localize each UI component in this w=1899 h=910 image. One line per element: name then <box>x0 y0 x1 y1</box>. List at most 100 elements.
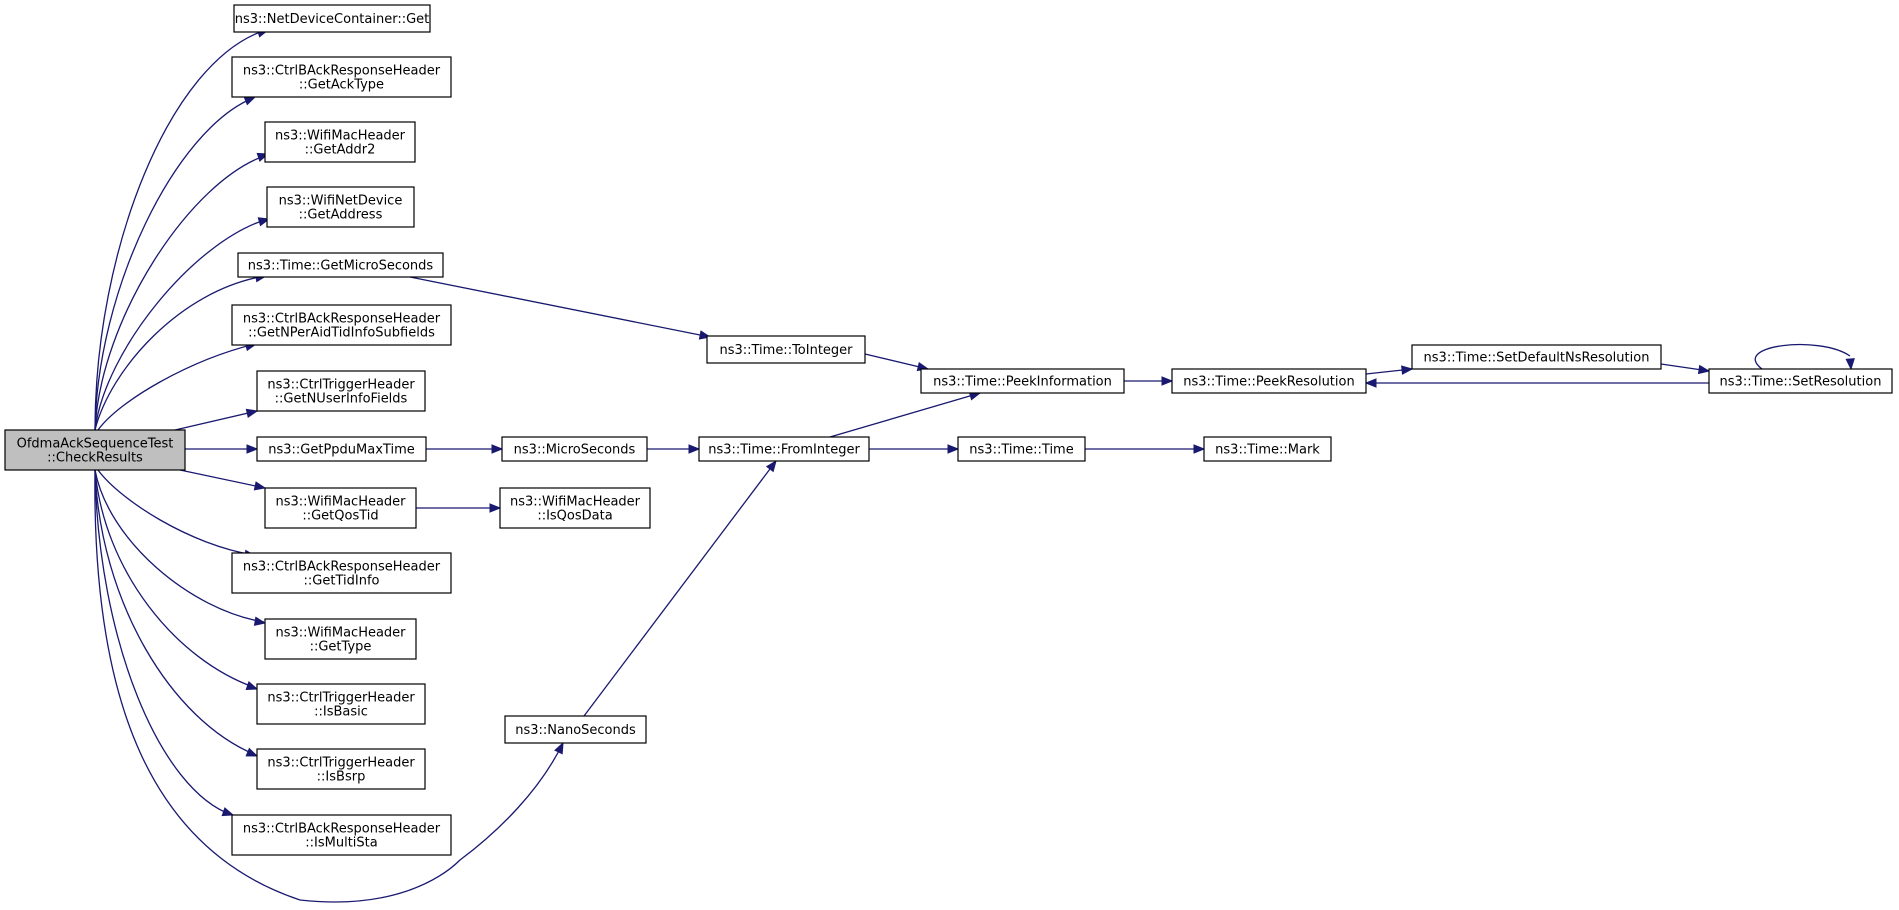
node-label-getacktype-line0: ns3::CtrlBAckResponseHeader <box>243 64 441 79</box>
node-label-getaddress-line0: ns3::WifiNetDevice <box>279 194 403 209</box>
arrowhead-root-to-getppdumaxtime <box>246 444 259 454</box>
node-box-gettidinfo[interactable] <box>231 552 452 594</box>
node-tointeger[interactable]: ns3::Time::ToInteger <box>706 335 866 364</box>
node-label-isbasic-line0: ns3::CtrlTriggerHeader <box>267 691 415 706</box>
node-label-peekresolution-line0: ns3::Time::PeekResolution <box>1183 375 1354 390</box>
node-box-getnuserinfo[interactable] <box>256 370 426 412</box>
node-box-getacktype[interactable] <box>231 56 452 98</box>
arrowhead-root-to-nanoseconds <box>554 741 564 755</box>
edge-root-to-getnperaid <box>97 343 256 431</box>
node-box-mark[interactable] <box>1203 436 1332 462</box>
arrowhead-root-to-ismultista <box>221 807 235 817</box>
node-box-getaddr2[interactable] <box>264 121 416 163</box>
node-label-isqosdata-line0: ns3::WifiMacHeader <box>510 495 641 510</box>
node-nanoseconds[interactable]: ns3::NanoSeconds <box>504 715 647 744</box>
node-label-peekinformation-line0: ns3::Time::PeekInformation <box>933 375 1112 390</box>
node-box-microseconds[interactable] <box>501 436 648 462</box>
node-getnuserinfo[interactable]: ns3::CtrlTriggerHeader::GetNUserInfoFiel… <box>256 370 426 412</box>
node-box-peekresolution[interactable] <box>1171 368 1367 394</box>
node-box-getppdumaxtime[interactable] <box>256 436 427 462</box>
node-box-getmicroseconds[interactable] <box>237 252 444 278</box>
node-label-getnperaid-line0: ns3::CtrlBAckResponseHeader <box>243 312 441 327</box>
node-label-time-line0: ns3::Time::Time <box>969 443 1073 458</box>
node-label-root-line0: OfdmaAckSequenceTest <box>17 437 174 452</box>
node-label-getaddr2-line1: ::GetAddr2 <box>305 143 376 158</box>
node-gettype[interactable]: ns3::WifiMacHeader::GetType <box>264 618 417 660</box>
edge-getmicroseconds-to-tointeger <box>409 276 711 338</box>
edges-layer <box>94 28 1855 903</box>
node-isqosdata[interactable]: ns3::WifiMacHeader::IsQosData <box>499 487 651 529</box>
node-label-getnperaid-line1: ::GetNPerAidTidInfoSubfields <box>248 326 435 341</box>
node-box-frominteger[interactable] <box>698 436 870 462</box>
node-box-get[interactable] <box>233 4 431 33</box>
arrowhead-root-to-getqostid <box>253 481 267 491</box>
arrowhead-root-to-gettype <box>253 616 267 626</box>
node-label-microseconds-line0: ns3::MicroSeconds <box>514 443 636 458</box>
edge-root-to-getqostid <box>179 469 266 489</box>
node-peekinformation[interactable]: ns3::Time::PeekInformation <box>920 368 1125 394</box>
node-getppdumaxtime[interactable]: ns3::GetPpduMaxTime <box>256 436 427 462</box>
arrowhead-frominteger-to-time <box>947 444 960 454</box>
node-mark[interactable]: ns3::Time::Mark <box>1203 436 1332 462</box>
node-time[interactable]: ns3::Time::Time <box>957 436 1086 462</box>
edge-root-to-gettidinfo <box>97 469 255 556</box>
node-box-root[interactable] <box>4 429 186 471</box>
edge-root-to-isbasic <box>94 469 257 689</box>
node-box-time[interactable] <box>957 436 1086 462</box>
node-isbsrp[interactable]: ns3::CtrlTriggerHeader::IsBsrp <box>256 748 426 790</box>
node-box-isqosdata[interactable] <box>499 487 651 529</box>
node-label-isqosdata-line1: ::IsQosData <box>537 509 612 524</box>
node-label-ismultista-line0: ns3::CtrlBAckResponseHeader <box>243 822 441 837</box>
node-label-isbsrp-line1: ::IsBsrp <box>317 770 366 785</box>
node-box-getqostid[interactable] <box>264 487 417 529</box>
node-ismultista[interactable]: ns3::CtrlBAckResponseHeader::IsMultiSta <box>231 814 452 856</box>
arrowhead-root-to-getaddress <box>257 217 271 227</box>
node-box-tointeger[interactable] <box>706 335 866 364</box>
node-frominteger[interactable]: ns3::Time::FromInteger <box>698 436 870 462</box>
node-label-gettype-line1: ::GetType <box>310 640 372 655</box>
node-box-peekinformation[interactable] <box>920 368 1125 394</box>
node-microseconds[interactable]: ns3::MicroSeconds <box>501 436 648 462</box>
node-box-setdefaultns[interactable] <box>1411 344 1662 370</box>
node-getnperaid[interactable]: ns3::CtrlBAckResponseHeader::GetNPerAidT… <box>231 304 452 346</box>
edge-tointeger-to-peekinformation <box>864 353 929 370</box>
node-getmicroseconds[interactable]: ns3::Time::GetMicroSeconds <box>237 252 444 278</box>
edge-root-to-getaddr2 <box>94 154 268 431</box>
node-box-gettype[interactable] <box>264 618 417 660</box>
node-label-getmicroseconds-line0: ns3::Time::GetMicroSeconds <box>248 259 434 274</box>
node-box-setresolution[interactable] <box>1708 368 1893 394</box>
node-label-isbasic-line1: ::IsBasic <box>314 705 368 720</box>
node-root[interactable]: OfdmaAckSequenceTest::CheckResults <box>4 429 186 471</box>
node-box-nanoseconds[interactable] <box>504 715 647 744</box>
edge-nanoseconds-to-frominteger <box>583 460 777 717</box>
node-label-setdefaultns-line0: ns3::Time::SetDefaultNsResolution <box>1424 351 1650 366</box>
node-gettidinfo[interactable]: ns3::CtrlBAckResponseHeader::GetTidInfo <box>231 552 452 594</box>
node-box-isbasic[interactable] <box>256 683 426 725</box>
node-isbasic[interactable]: ns3::CtrlTriggerHeader::IsBasic <box>256 683 426 725</box>
arrowhead-root-to-isbasic <box>245 681 259 690</box>
node-getqostid[interactable]: ns3::WifiMacHeader::GetQosTid <box>264 487 417 529</box>
node-setdefaultns[interactable]: ns3::Time::SetDefaultNsResolution <box>1411 344 1662 370</box>
node-setresolution[interactable]: ns3::Time::SetResolution <box>1708 368 1893 394</box>
node-label-frominteger-line0: ns3::Time::FromInteger <box>708 443 860 458</box>
arrowhead-peekinformation-to-peekresolution <box>1161 376 1174 386</box>
node-label-get-line0: ns3::NetDeviceContainer::Get <box>235 12 430 27</box>
node-label-getnuserinfo-line1: ::GetNUserInfoFields <box>275 392 408 407</box>
node-getaddress[interactable]: ns3::WifiNetDevice::GetAddress <box>266 186 415 228</box>
node-label-getqostid-line1: ::GetQosTid <box>302 509 378 524</box>
node-label-gettype-line0: ns3::WifiMacHeader <box>275 626 406 641</box>
arrowhead-peekresolution-to-setdefaultns <box>1401 365 1414 375</box>
node-get[interactable]: ns3::NetDeviceContainer::Get <box>233 4 431 33</box>
arrowhead-root-to-getacktype <box>243 96 257 106</box>
node-getacktype[interactable]: ns3::CtrlBAckResponseHeader::GetAckType <box>231 56 452 98</box>
edge-root-to-ismultista <box>94 469 233 816</box>
node-label-mark-line0: ns3::Time::Mark <box>1215 443 1320 458</box>
node-box-getnperaid[interactable] <box>231 304 452 346</box>
node-getaddr2[interactable]: ns3::WifiMacHeader::GetAddr2 <box>264 121 416 163</box>
nodes-layer: OfdmaAckSequenceTest::CheckResultsns3::N… <box>4 4 1893 856</box>
node-box-getaddress[interactable] <box>266 186 415 228</box>
node-peekresolution[interactable]: ns3::Time::PeekResolution <box>1171 368 1367 394</box>
node-box-isbsrp[interactable] <box>256 748 426 790</box>
node-box-ismultista[interactable] <box>231 814 452 856</box>
edge-root-to-gettype <box>94 469 265 623</box>
